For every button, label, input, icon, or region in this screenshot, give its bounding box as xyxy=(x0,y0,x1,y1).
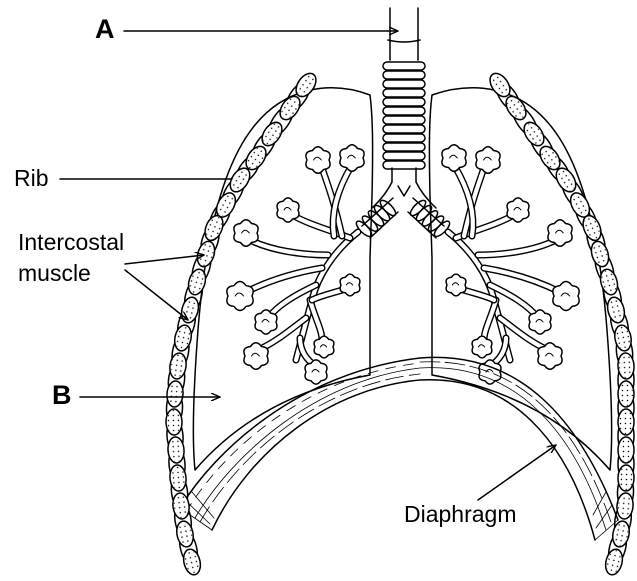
trachea-ring xyxy=(383,71,425,79)
alveoli-cluster xyxy=(305,360,327,384)
alveoli-cluster xyxy=(234,220,258,247)
label-intercostal-line2: muscle xyxy=(18,262,91,285)
alveoli-cluster xyxy=(442,145,466,172)
trachea xyxy=(372,8,436,208)
trachea-ring xyxy=(383,161,425,169)
alveoli-cluster xyxy=(538,343,562,370)
alveoli-cluster xyxy=(227,282,253,311)
alveoli-cluster xyxy=(314,336,334,358)
label-a: A xyxy=(95,16,115,43)
trachea-rings xyxy=(383,62,425,169)
trachea-ring xyxy=(383,62,425,70)
trachea-ring xyxy=(383,116,425,124)
alveoli-cluster xyxy=(553,282,579,311)
alveoli-cluster xyxy=(306,147,330,174)
alveoli-cluster xyxy=(472,336,492,358)
alveoli-cluster xyxy=(255,310,277,334)
alveoli-cluster xyxy=(476,147,500,174)
alveoli-cluster xyxy=(244,343,268,370)
label-rib: Rib xyxy=(14,167,49,190)
alveoli-cluster xyxy=(507,198,529,222)
trachea-ring xyxy=(383,89,425,97)
pointer-intercostal-upper xyxy=(125,255,204,264)
trachea-ring xyxy=(383,125,425,133)
trachea-ring xyxy=(383,80,425,88)
label-intercostal-line1: Intercostal xyxy=(18,231,124,254)
trachea-ring xyxy=(383,152,425,160)
alveoli-cluster xyxy=(548,220,572,247)
trachea-ring xyxy=(383,98,425,106)
label-b: B xyxy=(52,382,72,409)
trachea-ring xyxy=(383,134,425,142)
trachea-ring xyxy=(383,107,425,115)
trachea-ring xyxy=(383,143,425,151)
diaphragm xyxy=(180,357,618,540)
pointer-intercostal-lower xyxy=(125,270,188,320)
alveoli-cluster xyxy=(277,198,299,222)
pointer-diaphragm xyxy=(478,445,556,500)
alveoli-cluster xyxy=(340,274,360,296)
label-diaphragm: Diaphragm xyxy=(404,503,517,526)
alveoli-cluster xyxy=(446,274,466,296)
alveoli-cluster xyxy=(529,310,551,334)
alveoli-cluster xyxy=(340,145,364,172)
